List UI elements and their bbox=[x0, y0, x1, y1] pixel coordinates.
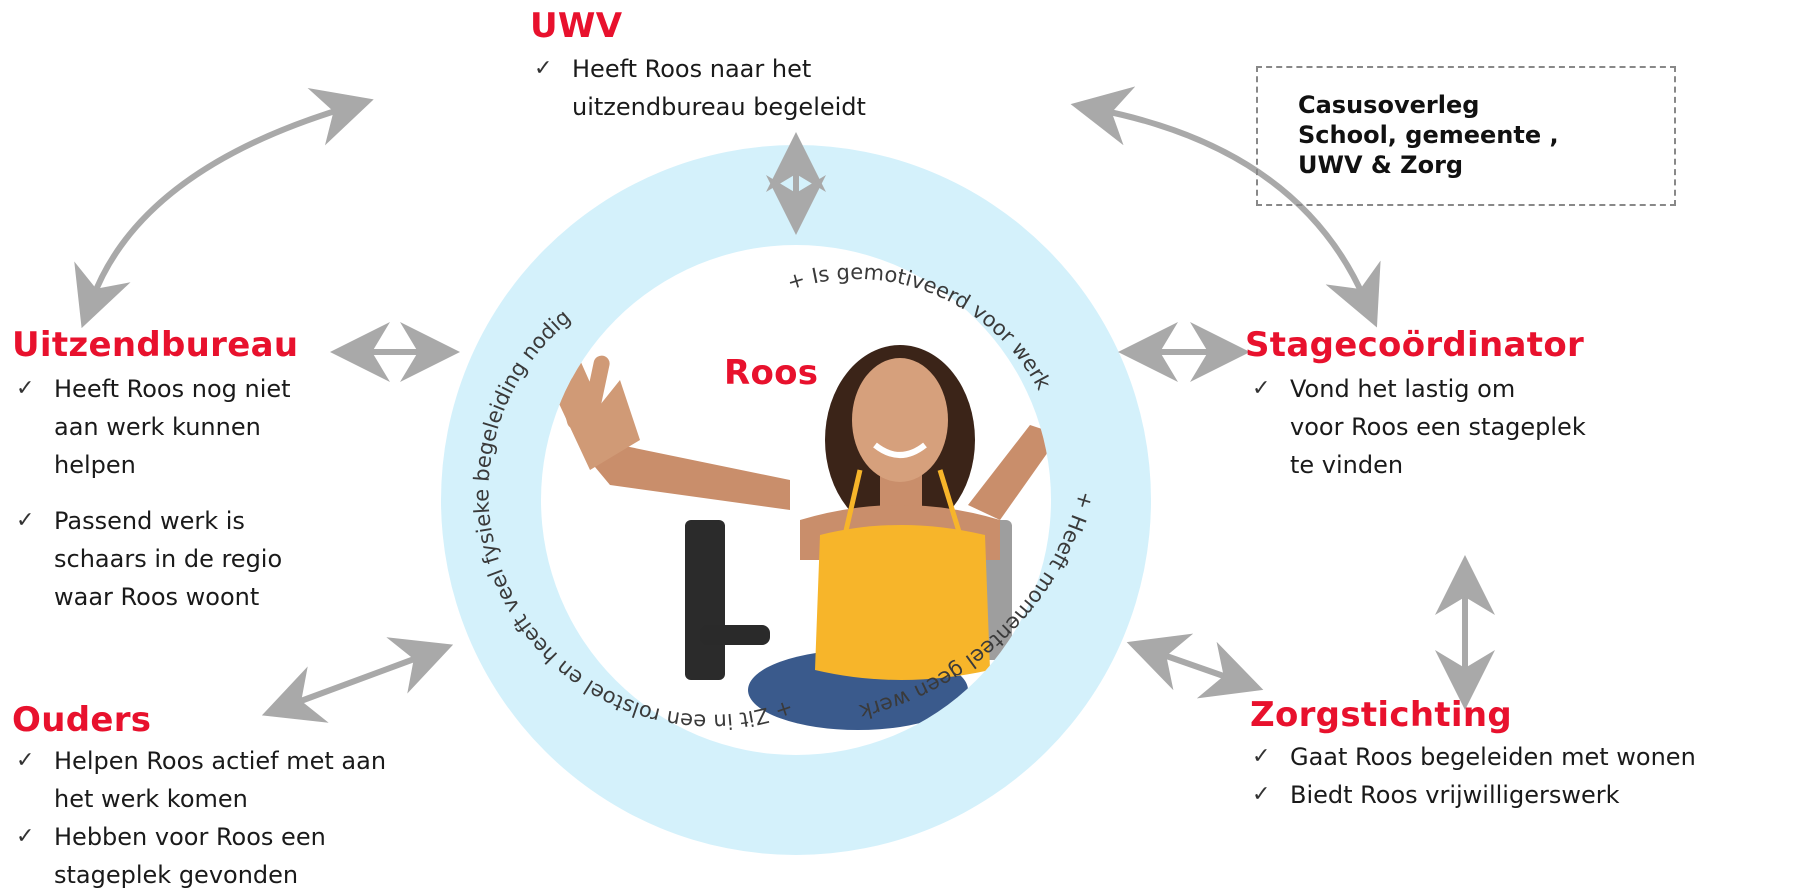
check-icon: ✓ bbox=[1252, 376, 1271, 401]
stagecoordinator-title: Stagecoördinator bbox=[1245, 325, 1585, 365]
check-icon: ✓ bbox=[16, 508, 35, 533]
casusoverleg-box: Casusoverleg School, gemeente , UWV & Zo… bbox=[1256, 66, 1676, 206]
check-icon: ✓ bbox=[1252, 782, 1271, 807]
uwv-list: ✓ Heeft Roos naar het uitzendbureau bege… bbox=[534, 50, 866, 126]
arrow-uwv-stagecoordinator bbox=[1070, 86, 1381, 328]
check-icon: ✓ bbox=[16, 748, 35, 773]
uwv-title: UWV bbox=[530, 6, 623, 46]
arrow-uwv-uitzendbureau bbox=[74, 87, 374, 329]
casusoverleg-line: Casusoverleg bbox=[1298, 91, 1480, 119]
zorgstichting-list: ✓ Gaat Roos begeleiden met wonen ✓ Biedt… bbox=[1252, 738, 1792, 814]
ouders-item: ✓ Helpen Roos actief met aan het werk ko… bbox=[16, 742, 476, 818]
zorgstichting-item: ✓ Biedt Roos vrijwilligerswerk bbox=[1252, 776, 1792, 814]
center-name: Roos bbox=[724, 353, 819, 393]
check-icon: ✓ bbox=[1252, 744, 1271, 769]
uwv-item: ✓ Heeft Roos naar het bbox=[534, 50, 866, 88]
casusoverleg-line: UWV & Zorg bbox=[1298, 151, 1464, 179]
ouders-title: Ouders bbox=[12, 700, 152, 740]
ouders-item: ✓ Hebben voor Roos een stageplek gevonde… bbox=[16, 818, 476, 894]
check-icon: ✓ bbox=[16, 376, 35, 401]
roos-photo bbox=[553, 345, 1051, 730]
uitzendbureau-item: ✓ Heeft Roos nog niet aan werk kunnen he… bbox=[16, 370, 356, 484]
uwv-item-continued: uitzendbureau begeleidt bbox=[572, 93, 866, 121]
check-icon: ✓ bbox=[16, 824, 35, 849]
zorgstichting-item: ✓ Gaat Roos begeleiden met wonen bbox=[1252, 738, 1792, 776]
uitzendbureau-title: Uitzendbureau bbox=[12, 325, 299, 365]
uitzendbureau-item: ✓ Passend werk is schaars in de regio wa… bbox=[16, 502, 356, 616]
zorgstichting-title: Zorgstichting bbox=[1250, 695, 1512, 735]
check-icon: ✓ bbox=[534, 56, 553, 81]
casusoverleg-line: School, gemeente , bbox=[1298, 121, 1559, 149]
stagecoordinator-list: ✓ Vond het lastig om voor Roos een stage… bbox=[1252, 370, 1682, 484]
ouders-list: ✓ Helpen Roos actief met aan het werk ko… bbox=[16, 742, 476, 894]
uitzendbureau-list: ✓ Heeft Roos nog niet aan werk kunnen he… bbox=[16, 370, 356, 616]
stagecoordinator-item: ✓ Vond het lastig om voor Roos een stage… bbox=[1252, 370, 1682, 484]
arrow-ouders-roos bbox=[261, 637, 454, 723]
arrow-zorgstichting-roos bbox=[1126, 633, 1264, 699]
